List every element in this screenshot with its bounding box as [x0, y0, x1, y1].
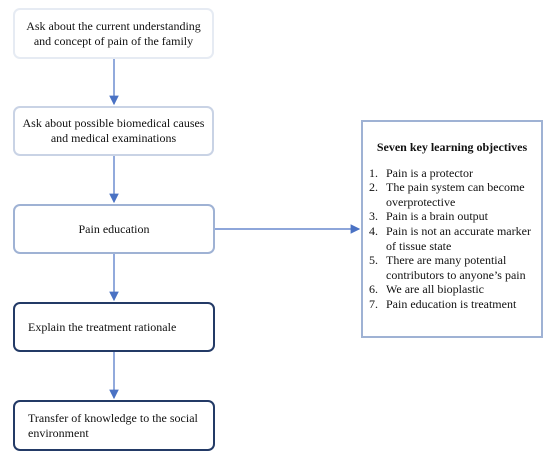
step-understanding-box: Ask about the current understanding and …	[13, 8, 214, 59]
objective-item: 1. Pain is a protector	[369, 166, 535, 181]
step-understanding-label: Ask about the current understanding and …	[26, 18, 201, 48]
objective-number: 1.	[369, 165, 378, 180]
objective-number: 3.	[369, 209, 378, 224]
objective-number: 7.	[369, 296, 378, 311]
objective-text: We are all bioplastic	[386, 282, 484, 297]
objective-number: 4.	[369, 223, 378, 238]
step-biomedical-label: Ask about possible biomedical causes and…	[22, 116, 205, 145]
learning-objectives-box: Seven key learning objectives 1. Pain is …	[361, 120, 543, 338]
step-transfer-knowledge-label: Transfer of knowledge to the social envi…	[28, 410, 198, 440]
step-biomedical-box: Ask about possible biomedical causes and…	[13, 106, 214, 156]
step-treatment-rationale-label: Explain the treatment rationale	[28, 319, 177, 334]
step-pain-education-label: Pain education	[78, 221, 150, 236]
objective-number: 2.	[369, 180, 378, 195]
objective-item: 5. There are many potential contributors …	[369, 253, 535, 282]
objective-number: 6.	[369, 282, 378, 297]
step-transfer-knowledge-box: Transfer of knowledge to the social envi…	[13, 400, 215, 451]
objective-item: 3. Pain is a brain output	[369, 209, 535, 224]
objective-item: 2. The pain system can become overprotect…	[369, 180, 535, 209]
objective-item: 7. Pain education is treatment	[369, 297, 535, 312]
objective-text: Pain is a brain output	[386, 209, 488, 224]
step-treatment-rationale-box: Explain the treatment rationale	[13, 302, 215, 352]
learning-objectives-title: Seven key learning objectives	[376, 140, 528, 154]
objective-text: Pain education is treatment	[386, 296, 517, 311]
objective-item: 4. Pain is not an accurate marker of tiss…	[369, 224, 535, 253]
objective-text: Pain is a protector	[386, 165, 473, 180]
objective-text: There are many potential contributors to…	[386, 253, 526, 282]
objective-text: The pain system can become overprotectiv…	[386, 180, 525, 209]
objective-item: 6. We are all bioplastic	[369, 282, 535, 297]
objective-text: Pain is not an accurate marker of tissue…	[386, 223, 531, 253]
step-pain-education-box: Pain education	[13, 204, 215, 254]
objective-number: 5.	[369, 253, 378, 268]
learning-objectives-list: 1. Pain is a protector 2. The pain system …	[369, 166, 535, 312]
